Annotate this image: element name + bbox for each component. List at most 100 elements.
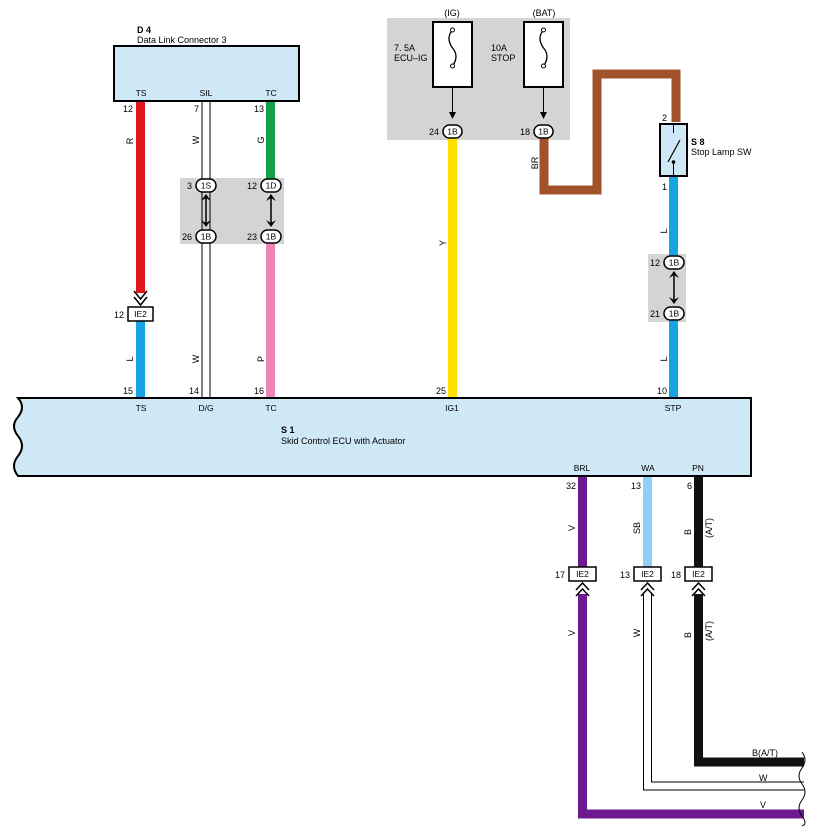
dlc-term-ts: TS [136,88,147,98]
svg-text:IE2: IE2 [641,569,654,579]
junction-stp-arrows [669,271,679,304]
wire-label-ig1: Y [438,240,448,246]
ecu-pin-tc: 16 [254,386,264,396]
wire-brl-violet-bottom [578,594,804,819]
wire-label-stp-bottom: L [659,356,669,361]
wire-label-brl-top: V [567,525,577,531]
fuse-ecu-ig: (IG) 7. 5A ECU–IG [394,8,473,119]
ecu-pin-brl: 32 [566,481,576,491]
svg-text:1B: 1B [669,258,680,268]
ecu-body [13,397,752,477]
junction-tc-lower: 1B 23 [247,229,282,244]
switch-pin-top: 2 [662,113,667,123]
wire-label-pn-top: B [683,529,693,535]
wire-stp-blue-top [669,176,678,256]
fuse-ig-rating: 7. 5A [394,43,415,53]
svg-text:12: 12 [114,310,124,320]
wire-label-pn-bottom-note: (A/T) [704,621,714,641]
dlc-code: D 4 [137,25,151,35]
wire-brl-violet-top [578,477,587,567]
wire-ts-blue [136,321,145,398]
junction-sil-arrows [201,194,211,227]
svg-text:IE2: IE2 [134,309,147,319]
ecu-pin-ig1: 25 [436,386,446,396]
wire-label-brl-bottom: V [567,630,577,636]
dlc-term-sil: SIL [200,88,213,98]
dlc-connector-box [113,45,300,102]
fuse-ig-name: ECU–IG [394,53,428,63]
wire-label-tc-top: G [256,136,266,143]
wire-label-br: BR [530,156,540,169]
conn-ig-1b: 1B 24 [429,124,463,139]
ecu-term-tc: TC [265,403,276,413]
wire-label-stp-top: L [659,228,669,233]
svg-text:IE2: IE2 [692,569,705,579]
wire-label-pn-bottom: B [683,632,693,638]
ecu-term-dg: D/G [198,403,213,413]
dlc-pin-tc: 13 [254,104,264,114]
svg-text:1D: 1D [266,181,277,191]
wire-stp-blue-bottom [669,320,678,398]
conn-bat-1b: 1B 18 [520,124,554,139]
svg-text:1B: 1B [266,232,277,242]
svg-text:12: 12 [247,181,257,191]
svg-text:21: 21 [650,309,660,319]
dlc-pin-sil: 7 [194,104,199,114]
svg-text:23: 23 [247,232,257,242]
svg-text:18: 18 [520,127,530,137]
svg-text:13: 13 [620,570,630,580]
wire-label-sil-top: W [191,135,201,144]
wire-label-wa-top: SB [632,522,642,534]
svg-text:1B: 1B [201,232,212,242]
junction-stp-upper: 1B 12 [650,255,685,270]
stop-lamp-switch: 2 1 S 8 Stop Lamp SW [659,113,752,192]
continuation-label-b-at: B(A/T) [752,748,778,758]
continuation-label-v: V [760,800,766,810]
fuse-bat-name: STOP [491,53,515,63]
ecu-pin-wa: 13 [631,481,641,491]
ecu-term-brl: BRL [574,463,591,473]
wire-wa-white [643,594,804,791]
dlc-name: Data Link Connector 3 [137,35,227,45]
svg-text:12: 12 [650,258,660,268]
wire-label-dg-bottom: W [191,354,201,363]
switch-pin-bottom: 1 [662,182,667,192]
wire-label-ts-top: R [125,137,135,144]
svg-text:18: 18 [671,570,681,580]
fuse-bat-supply: (BAT) [533,8,556,18]
wire-label-tc-bottom: P [256,356,266,362]
fuse-bat-rating: 10A [491,43,507,53]
switch-name: Stop Lamp SW [691,147,752,157]
svg-text:1S: 1S [201,181,212,191]
junction-stp-lower: 1B 21 [650,306,685,321]
dlc-pin-ts: 12 [123,104,133,114]
svg-text:1B: 1B [669,309,680,319]
conn-wa-ie2: IE2 13 [620,566,662,597]
ecu-term-ig1: IG1 [445,403,459,413]
junction-sil-lower: 1B 26 [182,229,217,244]
wire-ig1-yellow [448,138,457,398]
wire-pn-black-top [694,477,703,567]
switch-code: S 8 [691,137,705,147]
ecu-term-stp: STP [665,403,682,413]
wire-tc-green [266,101,275,181]
ecu-term-wa: WA [641,463,655,473]
wire-wa-skyblue [643,477,652,567]
svg-text:26: 26 [182,232,192,242]
svg-text:1B: 1B [538,127,549,137]
dlc-term-tc: TC [265,88,276,98]
ecu-pin-stp: 10 [657,386,667,396]
fuse-ig-supply: (IG) [444,8,460,18]
svg-text:3: 3 [187,181,192,191]
wire-label-wa-bottom: W [632,628,642,637]
ecu-code: S 1 [281,425,295,435]
svg-text:17: 17 [555,570,565,580]
continuation-break-mark [798,751,806,827]
junction-tc-upper: 1D 12 [247,178,282,193]
ecu-pin-pn: 6 [687,481,692,491]
ecu-pin-ts: 15 [123,386,133,396]
ecu-term-ts: TS [136,403,147,413]
wire-sil-white [201,101,211,398]
wire-tc-pink [266,242,275,398]
